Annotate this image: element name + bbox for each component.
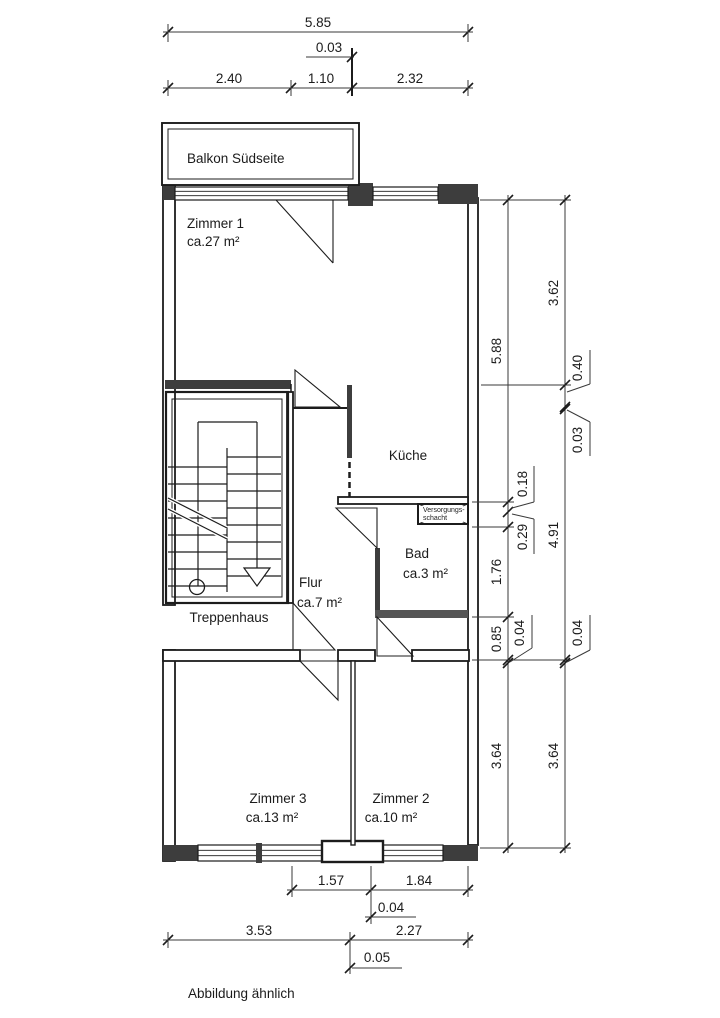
- zimmer2-door: [376, 615, 415, 657]
- zimmer3-label: Zimmer 3: [250, 791, 307, 806]
- doors: [275, 199, 415, 702]
- balcony-label: Balkon Südseite: [187, 151, 285, 166]
- dim-bottom-inner-small: 0.04: [378, 900, 405, 915]
- zimmer3-door: [298, 660, 339, 702]
- dim-bottom-inner-2: 1.84: [406, 873, 433, 888]
- dimensions-top: 5.85 0.03 2.40 1.10 2.32: [162, 15, 474, 96]
- zimmer3-area: ca.13 m²: [246, 810, 299, 825]
- dim-right-outer-2: 0.40: [570, 355, 585, 381]
- balcony-door: [275, 199, 334, 264]
- dim-right-inner-2: 0.18: [515, 471, 530, 497]
- dim-right-outer-3: 0.03: [570, 427, 585, 453]
- balcony: [161, 122, 360, 186]
- dim-bottom-outer-small: 0.05: [364, 950, 390, 965]
- dim-bottom-inner-1: 1.57: [318, 873, 344, 888]
- stair-direction-arrow: [242, 567, 272, 588]
- kueche-label: Küche: [389, 448, 427, 463]
- entry-door: [292, 601, 337, 651]
- dim-right-inner-3: 0.29: [515, 524, 530, 550]
- bad-door: [334, 507, 378, 550]
- supply-shaft: Versorgungs- schacht: [417, 503, 469, 525]
- dim-right-inner-1: 5.88: [489, 338, 504, 364]
- dim-right-inner-6: 0.04: [512, 619, 527, 646]
- dim-right-inner-5: 0.85: [489, 626, 504, 652]
- dim-bottom-outer-1: 3.53: [246, 923, 272, 938]
- zimmer1-area: ca.27 m²: [187, 234, 240, 249]
- zimmer2-area: ca.10 m²: [365, 810, 418, 825]
- dimensions-bottom: 1.57 1.84 0.04 3.53 2.27 0.05: [162, 866, 474, 974]
- staircase: [164, 390, 290, 605]
- treppenhaus-label: Treppenhaus: [189, 610, 268, 625]
- dim-top-seg2: 1.10: [308, 71, 334, 86]
- dim-top-seg1: 2.40: [216, 71, 242, 86]
- dim-right-outer-1: 3.62: [546, 280, 561, 306]
- stair-start-post: [188, 578, 206, 596]
- bad-label: Bad: [405, 546, 429, 561]
- zimmer2-label: Zimmer 2: [373, 791, 430, 806]
- dim-top-small: 0.03: [316, 40, 342, 55]
- room-labels: Balkon Südseite Zimmer 1 ca.27 m² Küche …: [187, 151, 449, 825]
- flur-label: Flur: [299, 575, 323, 590]
- disclaimer-note: Abbildung ähnlich: [188, 986, 295, 1001]
- dim-right-outer-4: 4.91: [546, 522, 561, 548]
- dim-top-total: 5.85: [305, 15, 331, 30]
- dim-top-seg3: 2.32: [397, 71, 423, 86]
- dimensions-right: 5.88 0.18 0.29 1.76 0.85 0.04 3.64 3.62 …: [472, 194, 591, 854]
- windows: [174, 186, 444, 864]
- flur-area: ca.7 m²: [297, 595, 343, 610]
- dim-right-inner-4: 1.76: [489, 559, 504, 585]
- bad-area: ca.3 m²: [403, 566, 449, 581]
- dim-right-outer-5: 0.04: [570, 619, 585, 646]
- dim-right-outer-6: 3.64: [546, 742, 561, 769]
- dim-bottom-outer-2: 2.27: [396, 923, 422, 938]
- dim-right-inner-7: 3.64: [489, 742, 504, 769]
- zimmer1-door: [294, 368, 342, 408]
- supply-shaft-label-line2: schacht: [423, 515, 447, 522]
- zimmer1-label: Zimmer 1: [187, 216, 244, 231]
- supply-shaft-label-line1: Versorgungs-: [423, 507, 465, 514]
- interior-walls: [162, 380, 470, 846]
